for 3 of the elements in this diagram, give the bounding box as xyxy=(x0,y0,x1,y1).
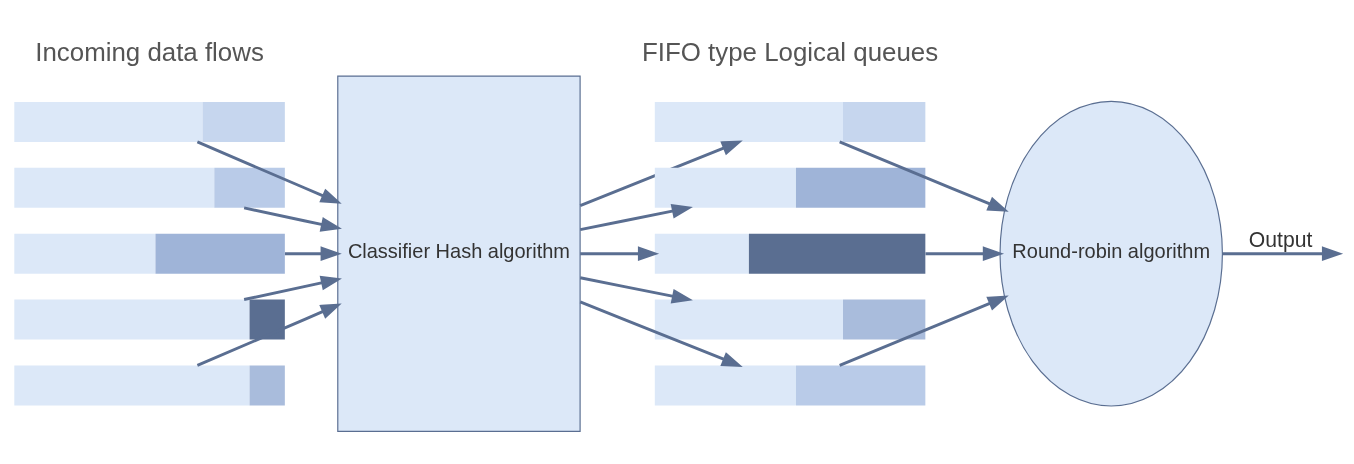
edge-label: Output xyxy=(1248,227,1313,251)
label: FIFO type Logical queues xyxy=(642,37,939,66)
label: Incoming data flows xyxy=(35,37,264,66)
